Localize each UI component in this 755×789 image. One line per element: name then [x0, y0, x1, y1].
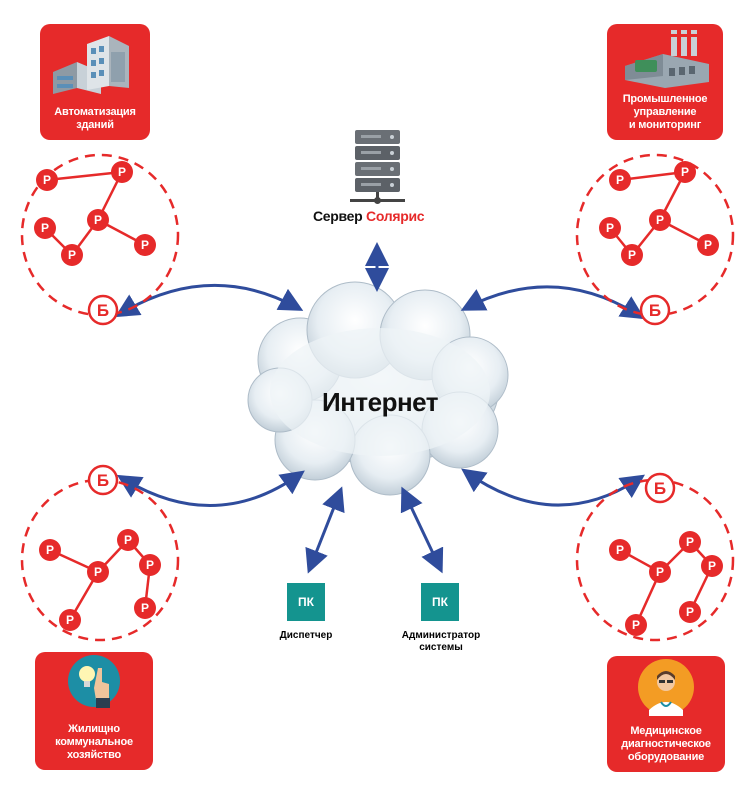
cluster-top-left: Р Р Р Р Р Р Б	[20, 153, 180, 326]
repeater-node-label: Р	[68, 248, 76, 262]
repeater-node	[61, 244, 83, 266]
card-label: Промышленное управление и мониторинг	[622, 93, 708, 131]
repeater-node	[679, 601, 701, 623]
buildings-icon	[53, 36, 129, 94]
card-building-automation: Автоматизация зданий	[40, 24, 150, 140]
repeater-node-label: Р	[146, 558, 154, 572]
arrow-top-right	[460, 285, 646, 320]
factory-icon	[625, 30, 709, 88]
server-label: Сервер Солярис	[313, 208, 425, 224]
arrow-admin	[400, 486, 444, 574]
card-industrial-control: Промышленное управление и мониторинг	[607, 24, 723, 140]
base-station-label: Б	[649, 301, 661, 320]
repeater-node-label: Р	[606, 221, 614, 235]
base-station-node	[639, 294, 671, 326]
cluster-boundary	[20, 478, 180, 642]
repeater-node-label: Р	[46, 543, 54, 557]
card-label: Медицинское диагностическое оборудование	[621, 725, 711, 763]
card-housing-utilities: Жилищно коммунальное хозяйство	[35, 652, 153, 770]
repeater-node	[609, 539, 631, 561]
server-label-prefix: Сервер	[313, 208, 363, 224]
card-medical-equipment: Медицинское диагностическое оборудование	[607, 656, 725, 772]
base-station-node	[87, 464, 119, 496]
repeater-node	[625, 614, 647, 636]
repeater-node-label: Р	[124, 533, 132, 547]
internet-cloud	[247, 281, 509, 496]
repeater-node-label: Р	[94, 565, 102, 579]
repeater-node	[34, 217, 56, 239]
repeater-node	[679, 531, 701, 553]
repeater-node-label: Р	[66, 613, 74, 627]
repeater-node-label: Р	[94, 213, 102, 227]
node-link	[46, 170, 123, 182]
repeater-node-label: Р	[41, 221, 49, 235]
repeater-node-label: Р	[704, 238, 712, 252]
repeater-node	[697, 234, 719, 256]
card-label: Автоматизация зданий	[54, 106, 136, 131]
arrow-dispatcher	[305, 486, 345, 574]
pc-dispatcher-label: Диспетчер	[279, 630, 333, 641]
repeater-node	[609, 169, 631, 191]
repeater-node-label: Р	[118, 165, 126, 179]
repeater-node-label: Р	[686, 535, 694, 549]
repeater-node-label: Р	[681, 165, 689, 179]
repeater-node	[111, 161, 133, 183]
repeater-node	[674, 161, 696, 183]
repeater-node	[134, 234, 156, 256]
repeater-node-label: Р	[616, 543, 624, 557]
arrow-top-left	[114, 283, 304, 318]
repeater-node	[134, 597, 156, 619]
base-station-label: Б	[97, 471, 109, 490]
repeater-node-label: Р	[141, 601, 149, 615]
card-label: Жилищно коммунальное хозяйство	[55, 723, 133, 761]
repeater-node	[621, 244, 643, 266]
repeater-node	[59, 609, 81, 631]
server-rack-icon	[350, 130, 405, 204]
repeater-node-label: Р	[141, 238, 149, 252]
base-station-label: Б	[97, 301, 109, 320]
repeater-node-label: Р	[656, 213, 664, 227]
repeater-node	[701, 555, 723, 577]
pc-admin-label: Администратор системы	[401, 630, 481, 653]
repeater-node	[117, 529, 139, 551]
base-station-node	[644, 472, 676, 504]
repeater-node-label: Р	[616, 173, 624, 187]
repeater-node	[139, 554, 161, 576]
repeater-node-label: Р	[708, 559, 716, 573]
repeater-node	[87, 209, 109, 231]
repeater-node	[649, 561, 671, 583]
repeater-node	[87, 561, 109, 583]
repeater-node-label: Р	[632, 618, 640, 632]
repeater-node-label: Р	[628, 248, 636, 262]
repeater-node	[39, 539, 61, 561]
server-label-name: Солярис	[366, 208, 425, 224]
repeater-node	[599, 217, 621, 239]
base-station-node	[87, 294, 119, 326]
connection-arrows	[114, 242, 646, 574]
pc-dispatcher[interactable]: ПК	[287, 583, 325, 621]
repeater-node	[36, 169, 58, 191]
lightbulb-hand-icon	[68, 655, 120, 708]
repeater-node-label: Р	[656, 565, 664, 579]
internet-label: Интернет	[322, 387, 439, 417]
doctor-icon	[638, 659, 694, 716]
arrow-bottom-left	[116, 470, 305, 508]
pc-admin[interactable]: ПК	[421, 583, 459, 621]
base-station-label: Б	[654, 479, 666, 498]
repeater-node-label: Р	[43, 173, 51, 187]
repeater-node-label: Р	[686, 605, 694, 619]
repeater-node	[649, 209, 671, 231]
cluster-boundary	[575, 478, 735, 642]
arrow-bottom-right	[461, 468, 645, 507]
